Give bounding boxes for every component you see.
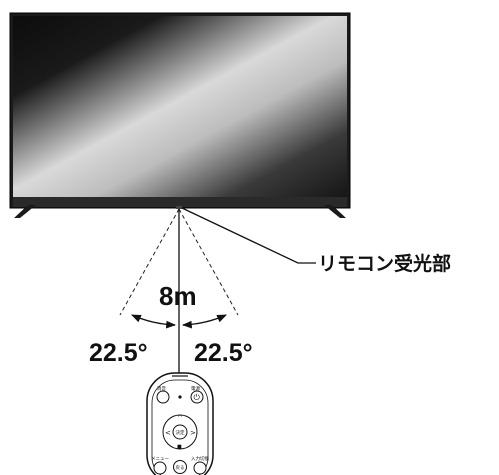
back-button[interactable] (173, 460, 187, 474)
up-arrow-icon[interactable]: ^ (177, 414, 183, 422)
power-icon: ⏻ (194, 393, 201, 402)
left-arrow-icon[interactable]: < (165, 429, 171, 437)
cone-right-edge (178, 208, 239, 316)
reception-cone (119, 208, 239, 381)
power-button[interactable] (190, 390, 204, 404)
ok-button-label: 決定 (176, 429, 185, 436)
ok-button[interactable] (172, 424, 188, 440)
mute-button-label: 消音 (157, 385, 166, 392)
right-arrow-icon[interactable]: > (190, 429, 196, 437)
remote-sensor (176, 206, 182, 209)
back-button-label: 戻る (176, 464, 185, 471)
television (9, 12, 351, 218)
tv-stand-left (14, 205, 36, 218)
input-button-label: 入力切換 (191, 455, 209, 462)
cone-left-edge (119, 208, 180, 316)
power-button-label: 電源 (191, 385, 200, 392)
remote-control: 消音 ⏻ 電源 決定 ^ < > ■ メニュー 戻る 入力切換 (146, 372, 214, 475)
sensor-label: リモコン受光部 (318, 252, 451, 275)
menu-button[interactable] (153, 461, 167, 475)
down-arrow-icon[interactable]: ■ (177, 444, 182, 450)
tv-bottom-bar (13, 197, 347, 207)
angle-label-left: 22.5° (89, 339, 148, 367)
menu-button-label: メニュー (151, 456, 169, 462)
sensor-leader-line (181, 207, 316, 264)
angle-arc-right (182, 314, 227, 329)
mute-button[interactable] (156, 390, 170, 404)
angle-label-right: 22.5° (194, 339, 253, 367)
tv-screen (13, 16, 347, 197)
input-button[interactable] (193, 461, 207, 475)
tv-stand-right (324, 205, 346, 218)
distance-label: 8m (159, 281, 197, 311)
angle-arc-left (131, 314, 176, 329)
indicator-dot (178, 395, 182, 399)
remote-face (151, 379, 209, 475)
